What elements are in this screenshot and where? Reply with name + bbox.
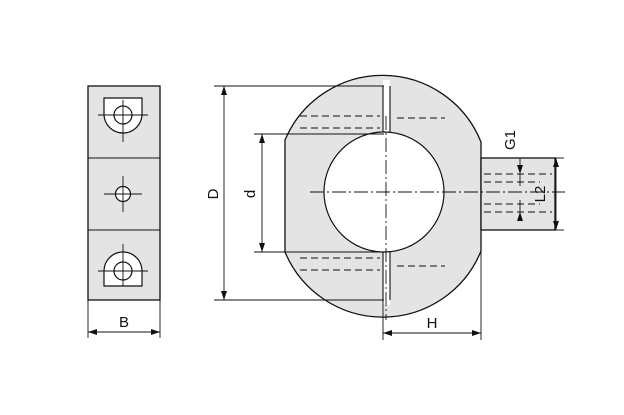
label-l2: L2 xyxy=(532,186,549,203)
dimension-d-inner xyxy=(254,133,384,253)
dimension-b xyxy=(87,300,161,338)
dimension-d-outer xyxy=(214,85,384,301)
label-b: B xyxy=(119,314,129,331)
side-view xyxy=(87,85,161,338)
dimension-l2 xyxy=(553,157,564,231)
front-view xyxy=(214,74,565,340)
label-d: d xyxy=(242,190,259,198)
label-h: H xyxy=(427,315,438,332)
dimension-h xyxy=(382,250,482,340)
bottom-screw-pocket xyxy=(98,244,148,287)
label-D: D xyxy=(205,188,222,199)
middle-hole xyxy=(104,176,142,212)
top-screw-pocket xyxy=(98,97,148,142)
label-g1: G1 xyxy=(502,130,519,150)
dimension-g1 xyxy=(517,158,523,221)
